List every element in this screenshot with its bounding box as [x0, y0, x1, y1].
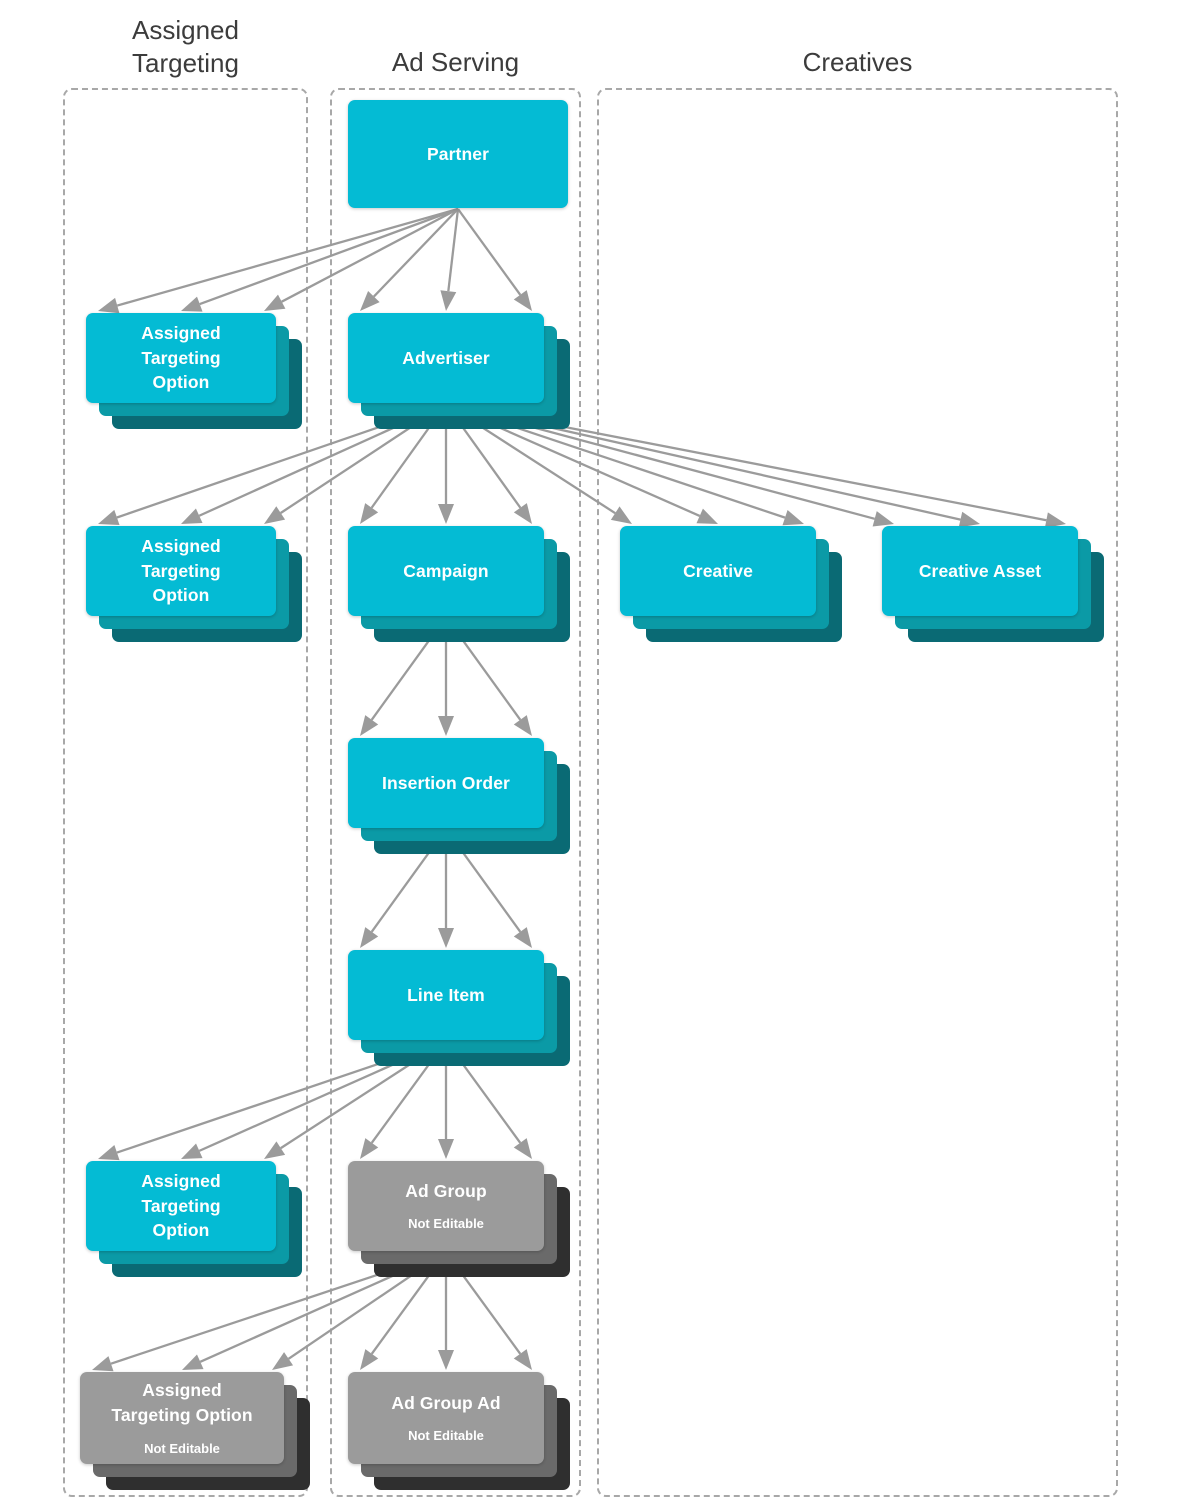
node-label: Ad Group Ad [391, 1392, 501, 1413]
column-box-assigned-targeting [63, 88, 308, 1497]
node-face[interactable]: Line Item [348, 950, 544, 1040]
node-badge-not-editable: Not Editable [408, 1216, 484, 1232]
column-box-ad-serving [330, 88, 581, 1497]
column-title-ad-serving: Ad Serving [391, 47, 520, 77]
node-insertion-order[interactable]: Insertion Order [348, 738, 570, 854]
node-face[interactable]: Insertion Order [348, 738, 544, 828]
node-label: Advertiser [402, 347, 490, 368]
node-ad-group-ad[interactable]: Ad Group Ad Not Editable [348, 1372, 570, 1490]
node-label: Ad Group [405, 1180, 487, 1201]
node-face[interactable]: Creative [620, 526, 816, 616]
node-face[interactable]: Advertiser [348, 313, 544, 403]
node-label: Line Item [407, 984, 485, 1005]
node-badge-not-editable: Not Editable [144, 1440, 220, 1456]
node-face[interactable]: Ad Group Ad Not Editable [348, 1372, 544, 1464]
node-label: Creative [683, 560, 753, 581]
column-title-creatives: Creatives [802, 47, 913, 77]
node-label: Insertion Order [382, 772, 510, 793]
node-line-item[interactable]: Line Item [348, 950, 570, 1066]
node-face[interactable]: Campaign [348, 526, 544, 616]
node-face[interactable]: Partner [348, 100, 568, 208]
node-label: Campaign [403, 560, 489, 581]
node-campaign[interactable]: Campaign [348, 526, 570, 642]
node-creative-asset[interactable]: Creative Asset [882, 526, 1104, 642]
node-partner[interactable]: Partner [348, 100, 594, 234]
node-face[interactable]: Creative Asset [882, 526, 1078, 616]
node-badge-not-editable: Not Editable [408, 1428, 484, 1444]
node-advertiser[interactable]: Advertiser [348, 313, 570, 429]
node-label: Creative Asset [918, 560, 1042, 581]
node-creative[interactable]: Creative [620, 526, 842, 642]
column-box-creatives [597, 88, 1118, 1497]
node-label: Partner [427, 143, 489, 164]
